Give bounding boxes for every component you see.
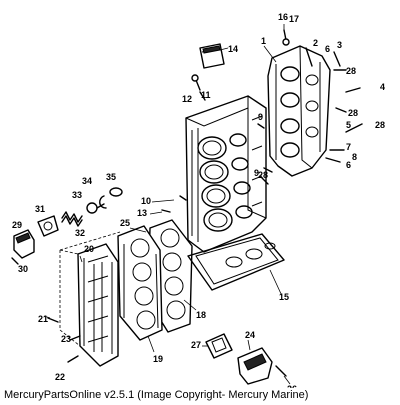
callout-30: 30 xyxy=(18,264,28,274)
callout-25: 25 xyxy=(120,218,130,228)
callout-15: 15 xyxy=(279,292,289,302)
callout-21: 21 xyxy=(38,314,48,324)
callout-9: 9 xyxy=(258,112,263,122)
bolts xyxy=(161,29,363,213)
callout-16: 16 xyxy=(278,12,288,22)
callout-23: 23 xyxy=(61,334,71,344)
callout-27: 27 xyxy=(191,340,201,350)
cylinder-bores xyxy=(197,133,253,232)
callout-11: 11 xyxy=(201,90,211,100)
thermostat-screw xyxy=(11,257,19,265)
exploded-parts-diagram: 1 2 3 4 5 6 6 7 8 9 9 10 11 12 13 14 15 … xyxy=(11,12,385,388)
water-cover[interactable] xyxy=(237,347,273,385)
callout-28: 28 xyxy=(346,66,356,76)
callout-4: 4 xyxy=(380,82,385,92)
callout-28b: 28 xyxy=(348,108,358,118)
callout-28c: 28 xyxy=(375,120,385,130)
callout-14: 14 xyxy=(228,44,238,54)
cover-screw-22 xyxy=(67,355,79,363)
callout-13: 13 xyxy=(137,208,147,218)
callout-5: 5 xyxy=(346,120,351,130)
callout-9b: 9 xyxy=(254,168,259,178)
leader-lines xyxy=(43,24,291,385)
thermostat-spring[interactable] xyxy=(61,211,83,227)
callout-1: 1 xyxy=(261,36,266,46)
callout-17: 17 xyxy=(289,14,299,24)
callout-18: 18 xyxy=(196,310,206,320)
thermostat-washer[interactable] xyxy=(109,187,123,197)
callout-6b: 6 xyxy=(346,160,351,170)
cylinder-block[interactable] xyxy=(185,95,267,253)
callout-35: 35 xyxy=(106,172,116,182)
exhaust-cover[interactable] xyxy=(77,243,119,367)
callout-2: 2 xyxy=(313,38,318,48)
thermostat-ring[interactable] xyxy=(99,195,107,209)
callout-3: 3 xyxy=(337,40,342,50)
callout-7: 7 xyxy=(346,142,351,152)
callout-34: 34 xyxy=(82,176,92,186)
callout-32: 32 xyxy=(75,228,85,238)
callout-31: 31 xyxy=(35,204,45,214)
thermostat-cover[interactable] xyxy=(13,229,35,259)
callout-19: 19 xyxy=(153,354,163,364)
image-caption: MercuryPartsOnline v2.5.1 (Image Copyrig… xyxy=(4,389,309,401)
callout-29: 29 xyxy=(12,220,22,230)
callout-12: 12 xyxy=(182,94,192,104)
callout-labels: 1 2 3 4 5 6 6 7 8 9 9 10 11 12 13 14 15 … xyxy=(12,12,385,388)
callout-10: 10 xyxy=(141,196,151,206)
cover-screw-21 xyxy=(47,317,59,323)
transfer-cover[interactable] xyxy=(117,225,163,341)
callout-26: 26 xyxy=(287,384,297,388)
base-gasket[interactable] xyxy=(187,233,285,291)
callout-24: 24 xyxy=(245,330,255,340)
cover-plate[interactable] xyxy=(199,43,225,69)
callout-20: 20 xyxy=(84,244,94,254)
water-cover-gasket[interactable] xyxy=(205,333,233,359)
callout-6: 6 xyxy=(325,44,330,54)
callout-8: 8 xyxy=(352,152,357,162)
thermostat-valve[interactable] xyxy=(86,202,105,214)
cylinder-head[interactable] xyxy=(267,45,331,177)
callout-22: 22 xyxy=(55,372,65,382)
callout-33: 33 xyxy=(72,190,82,200)
cover-screw-23 xyxy=(69,335,81,341)
assembly-outline xyxy=(59,231,121,347)
water-cover-screw xyxy=(275,365,287,377)
callout-28d: 28 xyxy=(258,170,268,180)
thermostat-gasket[interactable] xyxy=(37,215,59,237)
